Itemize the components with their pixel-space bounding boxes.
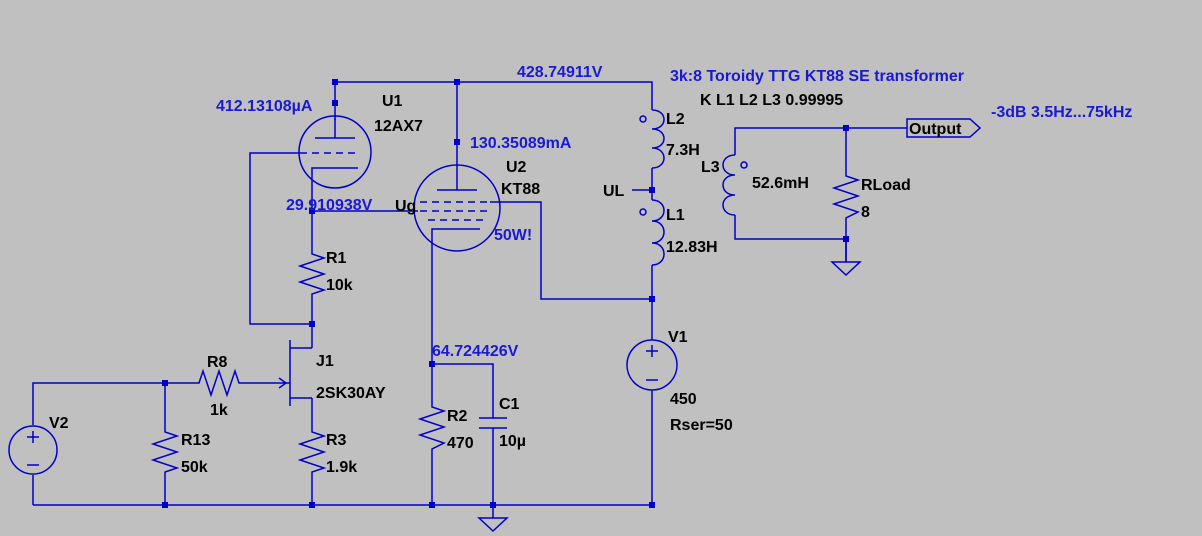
resistor-r8[interactable] <box>192 368 244 398</box>
r1-ref: R1 <box>326 250 347 267</box>
wire-u1-grid-feedback <box>249 152 312 325</box>
junction <box>843 125 849 131</box>
tube-u1-cathode <box>311 167 358 182</box>
junction <box>162 502 168 508</box>
u2-value: KT88 <box>501 181 540 198</box>
r2-ref: R2 <box>447 408 468 425</box>
resistor-r3[interactable] <box>297 425 327 478</box>
tube-u2[interactable] <box>413 164 501 252</box>
junction <box>309 208 315 214</box>
r13-ref: R13 <box>181 432 210 449</box>
wire-secondary-top <box>734 127 907 155</box>
resistor-r2[interactable] <box>417 400 447 455</box>
r8-value: 1k <box>210 402 228 419</box>
bandwidth-note: -3dB 3.5Hz...75kHz <box>991 104 1132 121</box>
tube-u2-cathode <box>431 228 480 238</box>
c1-value: 10µ <box>499 433 526 450</box>
junction <box>490 502 496 508</box>
output-port-label: Output <box>909 121 962 138</box>
r3-ref: R3 <box>326 432 347 449</box>
resistor-r13[interactable] <box>150 425 180 478</box>
junction <box>332 79 338 85</box>
j1-ref: J1 <box>316 353 334 370</box>
component-labels: U1 12AX7 U2 KT88 Ug R1 10k J1 2SK30AY R8… <box>49 92 962 476</box>
junction <box>649 502 655 508</box>
rload-ref: RLoad <box>861 177 911 194</box>
coupling-directive: K L1 L2 L3 0.99995 <box>700 92 843 109</box>
source-v1-body <box>626 339 678 391</box>
v1-value: 450 <box>670 391 697 408</box>
junction <box>649 187 655 193</box>
v1-series-resistance: Rser=50 <box>670 417 733 434</box>
jfet-j1[interactable] <box>274 340 291 406</box>
l1-ref: L1 <box>666 207 685 224</box>
simulation-annotations: 428.74911V 412.13108µA 130.35089mA 29.91… <box>216 64 1132 360</box>
source-v2-body <box>8 425 58 475</box>
ground-icon <box>830 261 862 277</box>
u1-value: 12AX7 <box>374 118 423 135</box>
junction <box>454 79 460 85</box>
ug-net-label: Ug <box>395 198 416 215</box>
voltage-source-v1[interactable] <box>626 339 678 391</box>
rload-value: 8 <box>861 204 870 221</box>
u1-plate-current: 412.13108µA <box>216 98 313 115</box>
wire-secondary-bottom <box>734 215 846 240</box>
output-port-flag[interactable] <box>906 118 982 138</box>
ul-net-label: UL <box>603 183 625 200</box>
l2-ref: L2 <box>666 111 685 128</box>
l3-value: 52.6mH <box>752 175 809 192</box>
b-plus-voltage: 428.74911V <box>517 64 603 81</box>
v1-ref: V1 <box>668 329 688 346</box>
inductor-l3[interactable] <box>722 154 736 216</box>
l2-value: 7.3H <box>666 142 700 159</box>
junction <box>429 361 435 367</box>
junction <box>332 100 338 106</box>
junction <box>309 321 315 327</box>
u1-cathode-voltage: 29.910938V <box>286 197 373 214</box>
u2-plate-current: 130.35089mA <box>470 135 572 152</box>
voltage-source-v2[interactable] <box>8 425 58 475</box>
junction <box>309 502 315 508</box>
resistor-rload[interactable] <box>831 170 861 224</box>
u2-ref: U2 <box>506 159 527 176</box>
r13-value: 50k <box>181 459 208 476</box>
wire-v2-top <box>32 382 165 425</box>
tube-u1[interactable] <box>298 115 372 189</box>
r2-value: 470 <box>447 435 474 452</box>
junction <box>649 296 655 302</box>
wire-c1-top <box>432 363 494 418</box>
junction <box>162 380 168 386</box>
power-annotation: 50W! <box>494 227 532 244</box>
capacitor-c1[interactable] <box>479 417 507 429</box>
jfet-j1-gate-arrow <box>278 377 288 389</box>
r1-value: 10k <box>326 277 353 294</box>
tube-u2-envelope <box>413 164 501 252</box>
resistor-r1[interactable] <box>297 248 327 300</box>
r3-value: 1.9k <box>326 459 357 476</box>
c1-ref: C1 <box>499 396 520 413</box>
tube-u1-envelope <box>298 115 372 189</box>
junction <box>454 139 460 145</box>
u1-ref: U1 <box>382 93 403 110</box>
wire-u2-plate <box>490 201 652 300</box>
transformer-title: 3k:8 Toroidy TTG KT88 SE transformer <box>670 68 964 85</box>
j1-value: 2SK30AY <box>316 385 386 402</box>
ground-icon <box>477 517 509 533</box>
wires <box>32 81 907 518</box>
inductor-l1-polarity-dot <box>639 208 647 216</box>
v2-ref: V2 <box>49 415 69 432</box>
wire-b-plus <box>335 81 653 110</box>
l1-value: 12.83H <box>666 239 718 256</box>
l3-ref: L3 <box>701 159 720 176</box>
inductor-l2[interactable] <box>651 109 665 169</box>
r8-ref: R8 <box>207 354 228 371</box>
inductor-l3-polarity-dot <box>740 161 748 169</box>
inductor-l1[interactable] <box>651 199 665 266</box>
u2-cathode-voltage: 64.724426V <box>432 343 519 360</box>
junction <box>429 502 435 508</box>
inductor-l2-polarity-dot <box>639 115 647 123</box>
